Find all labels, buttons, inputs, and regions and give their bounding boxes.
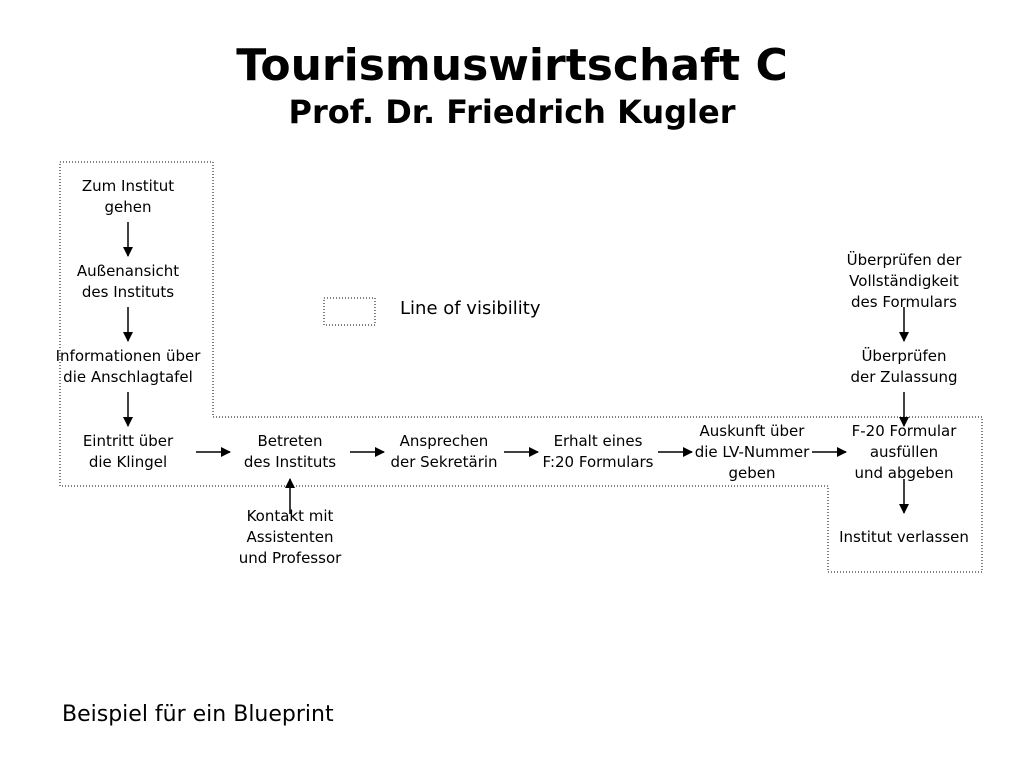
slide-caption: Beispiel für ein Blueprint xyxy=(62,702,334,727)
line-of-visibility-boundary xyxy=(59,161,983,573)
node-eintritt-klingel: Eintritt über die Klingel xyxy=(82,432,174,471)
node-kontakt-assistenten: Kontakt mit Assistenten und Professor xyxy=(238,507,342,567)
legend-label: Line of visibility xyxy=(400,298,541,319)
node-aussenansicht: Außenansicht des Instituts xyxy=(76,262,180,301)
node-erhalt-formular: Erhalt eines F:20 Formulars xyxy=(542,432,654,471)
node-auskunft-lv-nummer: Auskunft über die LV-Nummer geben xyxy=(694,422,810,482)
node-zum-institut-gehen: Zum Institut gehen xyxy=(81,177,175,216)
node-ueberpruefen-zulassung: Überprüfen der Zulassung xyxy=(850,347,958,386)
node-informationen-anschlagtafel: Informationen über die Anschlagtafel xyxy=(55,347,201,386)
legend-swatch xyxy=(323,297,376,326)
node-institut-verlassen: Institut verlassen xyxy=(839,528,969,546)
node-ueberpruefen-vollstaendigkeit: Überprüfen der Vollständigkeit des Formu… xyxy=(846,251,962,311)
node-formular-ausfuellen: F-20 Formular ausfüllen und abgeben xyxy=(851,422,957,482)
slide-subtitle: Prof. Dr. Friedrich Kugler xyxy=(288,93,736,131)
slide-title: Tourismuswirtschaft C xyxy=(236,40,788,91)
node-betreten-instituts: Betreten des Instituts xyxy=(243,432,337,471)
node-ansprechen-sekretaerin: Ansprechen der Sekretärin xyxy=(390,432,498,471)
